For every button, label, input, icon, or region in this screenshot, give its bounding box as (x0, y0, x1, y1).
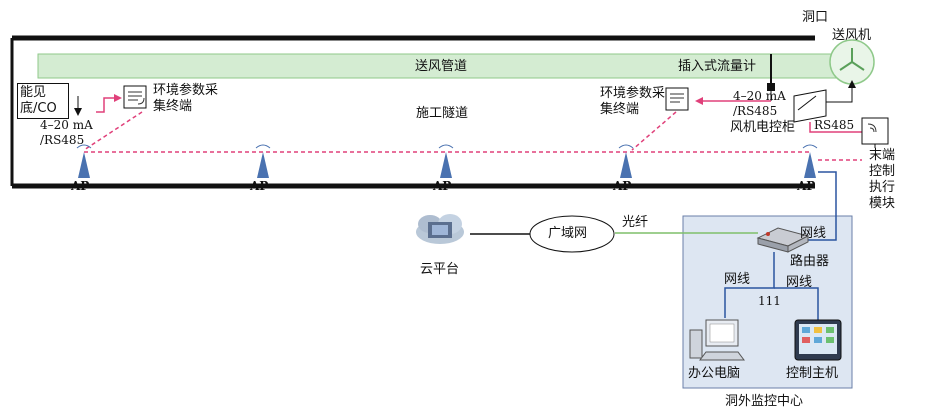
fan-cabinet-link: RS485 (814, 118, 855, 132)
sensor-left-label: 能见底/CO (17, 83, 69, 119)
router-icon (756, 227, 810, 253)
wan-label: 广域网 (548, 226, 588, 241)
ap-label-4: AP (613, 179, 632, 193)
cable-label-left: 网线 (724, 272, 751, 287)
fan-label: 送风机 (832, 28, 872, 43)
terminal-right-icon (665, 87, 689, 111)
pc-label: 办公电脑 (688, 366, 741, 381)
cloud-label: 云平台 (420, 262, 460, 277)
duct-label: 送风管道 (415, 59, 468, 74)
terminal-left-label: 环境参数采集终端 (153, 83, 219, 114)
control-host-icon (794, 319, 842, 361)
cable-label-top: 网线 (800, 226, 827, 241)
air-duct (37, 53, 839, 79)
tunnel-label: 施工隧道 (416, 106, 469, 121)
end-module-icon (861, 117, 889, 145)
ap-antenna-1 (76, 144, 92, 178)
note-label: 111 (758, 294, 781, 308)
entrance-label: 洞口 (802, 10, 829, 25)
ap-router-cable (800, 171, 837, 241)
ap-label-2: AP (250, 179, 269, 193)
ap-label-1: AP (71, 179, 90, 193)
cable-label-right: 网线 (786, 275, 813, 290)
pc-icon (689, 319, 745, 361)
ap-antenna-4 (618, 144, 634, 178)
terminal-left-icon (123, 85, 147, 109)
ap-label-3: AP (433, 179, 452, 193)
flowmeter-label: 插入式流量计 (678, 59, 757, 74)
router-label: 路由器 (790, 254, 830, 269)
sensor-left-signal: 4–20 mA /RS485 (40, 118, 93, 147)
terminal-right-signal: 4–20 mA /RS485 (733, 89, 786, 118)
terminal-right-label: 环境参数采集终端 (600, 86, 666, 117)
ap-antenna-3 (438, 144, 454, 178)
center-label: 洞外监控中心 (725, 394, 804, 409)
ap-antenna-5 (802, 144, 818, 178)
cloud-icon (416, 214, 464, 244)
fan-cabinet-label: 风机电控柜 (730, 120, 796, 135)
ap-label-5: AP (797, 179, 816, 193)
end-module-label: 末端控制执行模块 (868, 148, 895, 211)
ap-antenna-2 (255, 144, 271, 178)
fan-cabinet-icon (793, 89, 827, 123)
host-label: 控制主机 (786, 366, 839, 381)
fiber-label: 光纤 (622, 215, 649, 230)
flowmeter-head (767, 83, 775, 91)
